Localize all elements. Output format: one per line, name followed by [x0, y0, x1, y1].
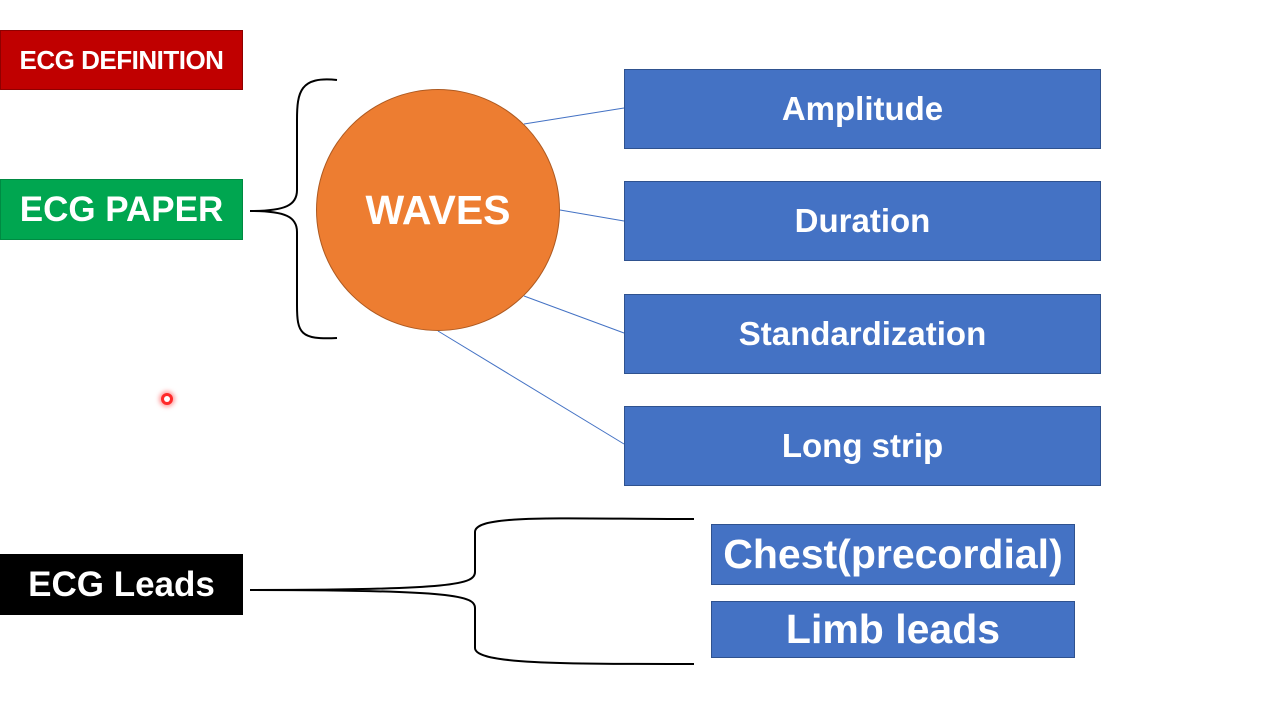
ecg-paper-tag: ECG PAPER: [0, 179, 243, 240]
ecg-leads-tag: ECG Leads: [0, 554, 243, 615]
connector-duration: [559, 209, 625, 222]
connector-long-strip: [437, 330, 625, 445]
ecg-definition-tag: ECG DEFINITION: [0, 30, 243, 90]
limb-leads-box: Limb leads: [711, 601, 1075, 658]
long-strip-box: Long strip: [624, 406, 1101, 486]
standardization-box: Standardization: [624, 294, 1101, 374]
waves-node: WAVES: [316, 89, 560, 331]
amplitude-box: Amplitude: [624, 69, 1101, 149]
leads-brace: [249, 517, 695, 665]
connector-amplitude: [523, 107, 625, 125]
connector-standardization: [523, 295, 625, 334]
waves-label: WAVES: [365, 186, 511, 233]
duration-box: Duration: [624, 181, 1101, 261]
paper-brace: [249, 78, 338, 340]
chest-precordial-box: Chest(precordial): [711, 524, 1075, 585]
laser-pointer-icon: [161, 393, 173, 405]
